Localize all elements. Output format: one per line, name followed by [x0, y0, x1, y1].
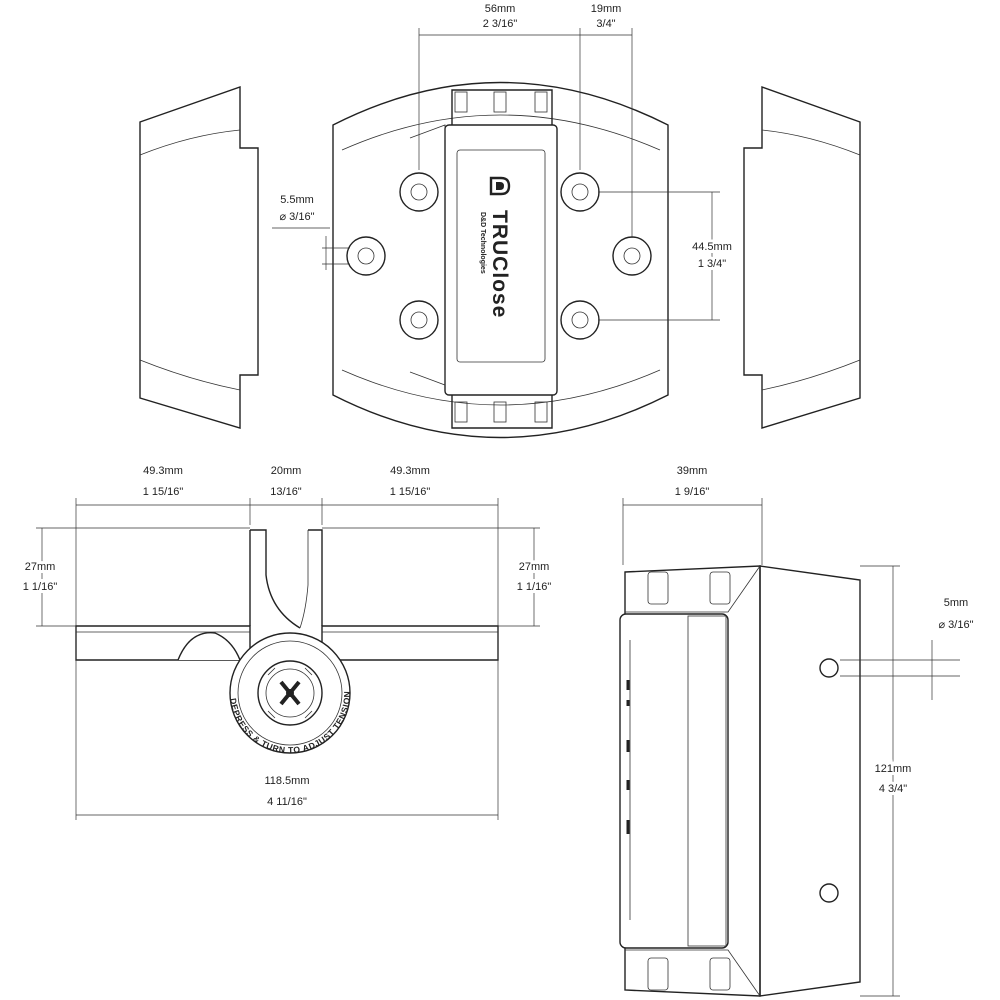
dim-overall-height-mm: 121mm — [875, 763, 912, 775]
dim-overall-height-in: 4 3/4" — [879, 783, 907, 795]
dim-side-depth-in: 1 9/16" — [675, 486, 710, 498]
side-hole — [819, 658, 839, 678]
brand-name: TRUClose — [488, 210, 511, 318]
dim-knuckle-width-mm: 20mm — [271, 465, 302, 477]
dim-leaf-left-in: 1 15/16" — [143, 486, 184, 498]
dim-side-hole-diameter-mm: 5mm — [944, 597, 968, 609]
side-view-dimensions — [622, 498, 960, 997]
dim-height-left-in: 1 1/16" — [23, 581, 58, 593]
dim-height-right-mm: 27mm — [519, 561, 550, 573]
dim-height-right-in: 1 1/16" — [517, 581, 552, 593]
dim-overall-width-in: 4 11/16" — [267, 796, 307, 808]
dim-height-left-mm: 27mm — [25, 561, 56, 573]
dim-hole-diameter-in: ⌀ 3/16" — [280, 211, 315, 223]
dim-knuckle-width-in: 13/16" — [270, 486, 302, 498]
top-view-right-leaf — [743, 86, 861, 429]
dim-top-hole-offset-in: 3/4" — [596, 18, 615, 30]
mounting-hole — [560, 172, 600, 212]
front-view: DEPRESS & TURN TO ADJUST TENSION — [75, 529, 499, 755]
dim-leaf-left-mm: 49.3mm — [143, 465, 183, 477]
dim-hole-vertical-span-in: 1 3/4" — [698, 258, 726, 270]
dim-hole-vertical-span-mm: 44.5mm — [692, 241, 732, 253]
dim-top-hole-offset-mm: 19mm — [591, 3, 622, 15]
top-view-body: TRUClose D&D Technologies — [332, 81, 669, 439]
maker-name: D&D Technologies — [479, 212, 486, 274]
dim-top-hole-span-in: 2 3/16" — [483, 18, 518, 30]
top-view-dimensions — [272, 28, 720, 321]
mounting-hole — [346, 236, 386, 276]
dim-leaf-right-in: 1 15/16" — [390, 486, 431, 498]
top-view-left-leaf — [139, 86, 259, 429]
dim-hole-diameter-mm: 5.5mm — [280, 194, 314, 206]
side-hole — [819, 883, 839, 903]
dial-center-icon — [286, 689, 294, 697]
dim-side-depth-mm: 39mm — [677, 465, 708, 477]
mounting-hole — [612, 236, 652, 276]
brand-logo-icon — [489, 176, 511, 196]
dim-side-hole-diameter-in: ⌀ 3/16" — [939, 619, 974, 631]
front-view-dimensions — [36, 498, 540, 820]
dim-top-hole-span-mm: 56mm — [485, 3, 516, 15]
mounting-hole — [399, 172, 439, 212]
side-view — [619, 565, 861, 997]
dim-overall-width-mm: 118.5mm — [264, 775, 309, 787]
mounting-hole — [560, 300, 600, 340]
mounting-hole — [399, 300, 439, 340]
dim-leaf-right-mm: 49.3mm — [390, 465, 430, 477]
